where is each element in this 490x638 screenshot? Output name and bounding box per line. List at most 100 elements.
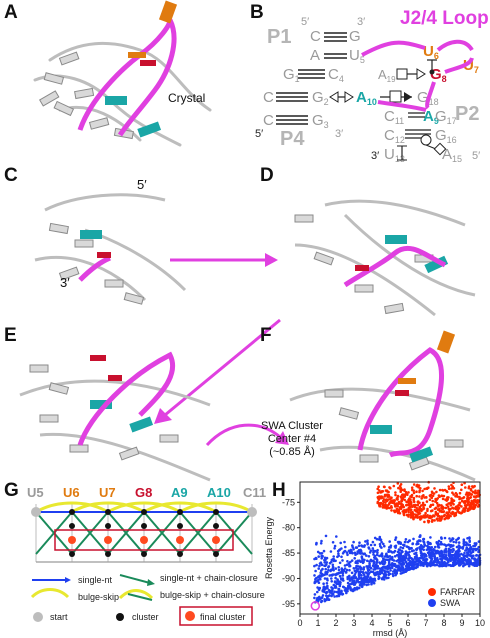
scatter-point [357, 586, 360, 590]
scatter-point [366, 578, 369, 581]
scatter-point [368, 579, 371, 583]
cluster-dot [105, 551, 111, 557]
scatter-point [421, 501, 425, 505]
scatter-point [460, 488, 463, 492]
scatter-point [463, 540, 466, 544]
scatter-point [425, 500, 429, 503]
scatter-point [380, 546, 383, 549]
g-column-a10: A10 [207, 485, 231, 500]
scatter-point [330, 560, 333, 564]
scatter-point [438, 488, 442, 492]
scatter-point [445, 511, 448, 515]
scatter-point [436, 504, 440, 507]
scatter-point [443, 488, 447, 492]
scatter-point [388, 562, 391, 566]
scatter-point [420, 497, 423, 500]
scatter-point [451, 510, 454, 514]
scatter-point [409, 508, 413, 512]
scatter-point [365, 580, 368, 584]
scatter-point [371, 540, 375, 544]
g-column-u7: U7 [99, 485, 116, 500]
scatter-point [330, 591, 333, 595]
scatter-point [360, 544, 363, 547]
scatter-point [394, 569, 397, 573]
scatter-point [325, 577, 329, 580]
scatter-point [328, 594, 331, 597]
scatter-point [412, 537, 415, 541]
scatter-point [320, 563, 324, 567]
scatter-point [441, 488, 444, 492]
scatter-point [360, 583, 364, 587]
scatter-point [446, 498, 449, 501]
scatter-point [426, 509, 429, 513]
scatter-point [341, 574, 345, 577]
scatter-point [469, 547, 473, 551]
scatter-point [440, 494, 443, 497]
svg-text:G17: G17 [435, 108, 457, 126]
scatter-point [458, 504, 461, 507]
scatter-point [337, 552, 340, 556]
scatter-point [383, 555, 387, 558]
scatter-point [449, 539, 452, 543]
scatter-point [467, 564, 471, 568]
c-three-prime: 3′ [60, 275, 70, 290]
scatter-point [344, 570, 348, 574]
scatter-point [372, 550, 375, 554]
scatter-point [426, 519, 430, 523]
scatter-point [386, 567, 389, 571]
scatter-point [373, 543, 377, 547]
scatter-point [402, 559, 405, 562]
scatter-point [324, 534, 328, 538]
scatter-point [335, 590, 339, 594]
scatter-point [373, 567, 377, 571]
scatter-point [451, 491, 454, 494]
scatter-point [437, 560, 441, 564]
scatter-point [437, 546, 441, 549]
scatter-point [331, 541, 335, 544]
final-cluster-dot [212, 536, 220, 544]
scatter-point [426, 562, 430, 565]
svg-text:G3: G3 [312, 112, 329, 130]
p1-label: P1 [267, 26, 291, 48]
scatter-point [428, 546, 431, 550]
scatter-point [447, 487, 451, 491]
svg-text:G16: G16 [435, 127, 457, 145]
scatter-point [423, 503, 427, 507]
scatter-point [457, 558, 461, 562]
scatter-point [444, 543, 447, 547]
scatter-point [401, 546, 405, 550]
scatter-point [376, 487, 379, 491]
scatter-point [399, 562, 402, 565]
scatter-point [454, 511, 458, 515]
scatter-point [356, 570, 360, 573]
scatter-point [378, 503, 381, 507]
x-tick-label: 10 [475, 618, 485, 628]
scatter-point [445, 503, 448, 507]
scatter-point [443, 513, 446, 517]
scatter-point [434, 500, 437, 503]
scatter-point [363, 558, 366, 562]
scatter-point [415, 509, 419, 512]
scatter-point [470, 493, 474, 496]
scatter-point [359, 566, 363, 570]
scatter-point [457, 541, 461, 544]
scatter-point [424, 511, 427, 515]
scatter-point [330, 589, 334, 593]
scatter-point [392, 499, 396, 502]
scatter-point [441, 553, 445, 556]
scatter-point [344, 545, 347, 549]
scatter-point [431, 509, 434, 512]
scatter-point [452, 553, 456, 557]
scatter-point [356, 567, 360, 571]
scatter-point [373, 554, 377, 558]
svg-text:5′: 5′ [472, 150, 480, 162]
scatter-point [432, 548, 435, 551]
scatter-point [393, 563, 397, 566]
scatter-point [415, 557, 419, 561]
scatter-point [418, 490, 421, 494]
scatter-point [438, 510, 442, 513]
scatter-point [350, 582, 353, 586]
scatter-point [358, 541, 361, 544]
scatter-point [382, 575, 385, 579]
